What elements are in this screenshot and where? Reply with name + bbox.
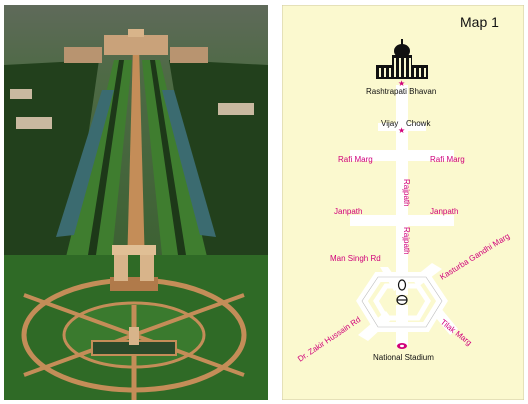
photo-india-gate-left-pillar <box>114 251 128 281</box>
photo-india-gate-top <box>112 245 156 255</box>
map-panel: Map 1 <box>282 5 524 400</box>
label-rafi-marg-right: Rafi Marg <box>430 155 465 164</box>
photo-canal-right <box>162 90 216 237</box>
photo-side-building-2 <box>218 103 254 115</box>
photo-building-right <box>170 47 208 63</box>
rashtrapati-bhavan-star-icon: ★ <box>398 79 405 88</box>
rashtrapati-bhavan-icon <box>376 39 428 79</box>
hexagon-inner-ring <box>373 283 431 321</box>
label-rashtrapati-bhavan: Rashtrapati Bhavan <box>366 87 436 96</box>
photo-rajpath-avenue <box>126 45 146 305</box>
india-gate-icon <box>397 279 407 291</box>
national-stadium-icon-center <box>400 344 404 348</box>
photo-tree-row-2 <box>150 60 186 255</box>
label-vijay-chowk-left: Vijay <box>381 119 398 128</box>
photo-building-dome <box>128 29 144 37</box>
label-rajpath-upper: Rajpath <box>402 179 411 207</box>
road-rafi-marg <box>350 150 454 161</box>
road-rajpath <box>396 85 408 295</box>
vijay-chowk-star-icon: ★ <box>398 126 405 135</box>
label-man-singh-rd: Man Singh Rd <box>330 254 381 263</box>
photo-building-center <box>104 35 168 55</box>
road-janpath <box>350 215 454 226</box>
photo-canopy <box>129 327 139 345</box>
photo-india-gate-right-pillar <box>140 251 154 281</box>
hexagon-outline <box>361 276 443 328</box>
photo-tree-row-1 <box>88 60 124 255</box>
photo-side-building-1 <box>16 117 52 129</box>
label-rajpath-lower: Rajpath <box>402 227 411 255</box>
label-national-stadium: National Stadium <box>373 353 434 362</box>
aerial-photo <box>4 5 268 400</box>
label-vijay-chowk-right: Chowk <box>406 119 431 128</box>
road-vijay-chowk <box>378 123 426 131</box>
map-title: Map 1 <box>460 14 499 30</box>
photo-building-left <box>64 47 102 63</box>
label-rafi-marg-left: Rafi Marg <box>338 155 373 164</box>
photo-canal-left <box>56 90 114 237</box>
label-janpath-left: Janpath <box>334 207 362 216</box>
label-janpath-right: Janpath <box>430 207 458 216</box>
photo-side-building-3 <box>10 89 32 99</box>
